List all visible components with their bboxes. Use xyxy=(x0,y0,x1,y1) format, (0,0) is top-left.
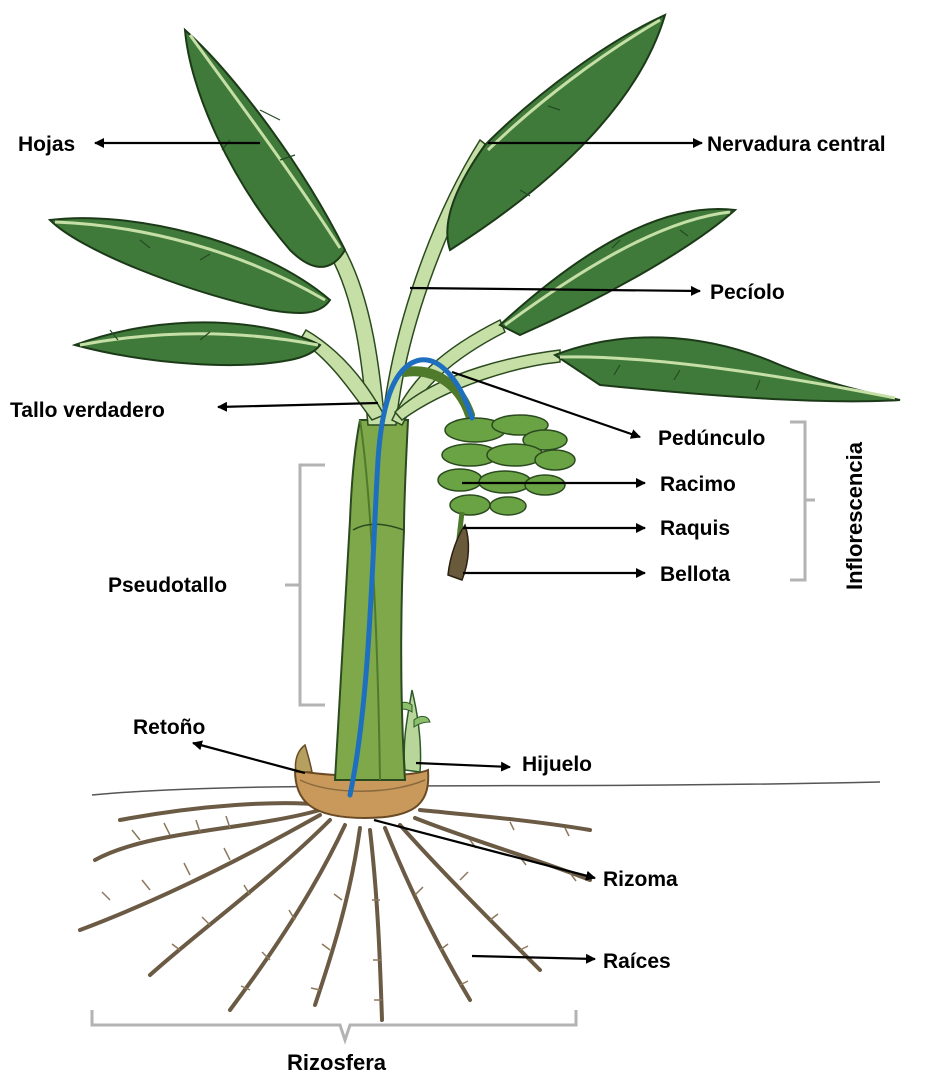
rizosfera-bracket xyxy=(92,1010,576,1040)
arrow-rizoma xyxy=(374,820,595,878)
label-pseudotallo: Pseudotallo xyxy=(108,574,227,597)
label-nervadura: Nervadura central xyxy=(707,133,886,156)
leaf-low-left xyxy=(75,322,320,365)
arrow-peciolo xyxy=(410,288,700,291)
label-pedunculo: Pedúnculo xyxy=(658,427,765,450)
label-rizoma: Rizoma xyxy=(603,868,678,891)
label-inflorescencia: Inflorescencia xyxy=(842,441,867,590)
retono-sucker xyxy=(295,745,312,772)
banana-bunch xyxy=(438,415,575,515)
label-raquis: Raquis xyxy=(660,517,730,540)
label-rizosfera: Rizosfera xyxy=(287,1050,387,1075)
label-hojas: Hojas xyxy=(18,133,75,156)
arrow-tallo-verdadero xyxy=(218,403,378,407)
label-raices: Raíces xyxy=(603,950,671,973)
roots xyxy=(80,803,590,1020)
label-retono: Retoño xyxy=(133,716,205,739)
arrow-retono xyxy=(193,743,305,773)
label-racimo: Racimo xyxy=(660,473,736,496)
leaf-top-left xyxy=(185,30,345,267)
ground-line xyxy=(92,782,880,795)
pseudotallo-bracket xyxy=(285,465,325,705)
leaf-top-right xyxy=(447,15,665,250)
label-tallo-verdadero: Tallo verdadero xyxy=(10,399,165,422)
leaf-mid-right xyxy=(500,209,735,335)
arrow-hijuelo xyxy=(416,763,510,767)
label-bellota: Bellota xyxy=(660,563,730,586)
label-hijuelo: Hijuelo xyxy=(522,753,592,776)
label-peciolo: Pecíolo xyxy=(710,281,785,304)
inflorescencia-bracket xyxy=(790,422,815,580)
arrow-raices xyxy=(472,956,595,959)
